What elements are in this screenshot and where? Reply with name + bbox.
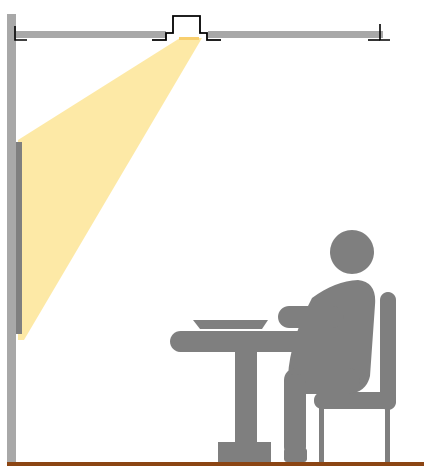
ceiling-brackets — [14, 24, 390, 41]
person-arm — [278, 306, 344, 328]
wall-panel — [16, 142, 22, 334]
ceiling-right — [208, 31, 383, 38]
table-icon — [170, 320, 319, 462]
seated-person-icon — [278, 230, 376, 462]
light-beam — [18, 38, 202, 340]
luminaire-lens — [179, 37, 199, 40]
person-head — [330, 230, 374, 274]
person-lower-leg — [284, 374, 306, 456]
person-foot — [284, 448, 307, 462]
chair-icon — [314, 292, 396, 462]
floor — [7, 462, 424, 466]
ceiling-left — [16, 31, 166, 38]
recessed-luminaire-icon — [152, 15, 221, 41]
wall — [7, 14, 16, 466]
